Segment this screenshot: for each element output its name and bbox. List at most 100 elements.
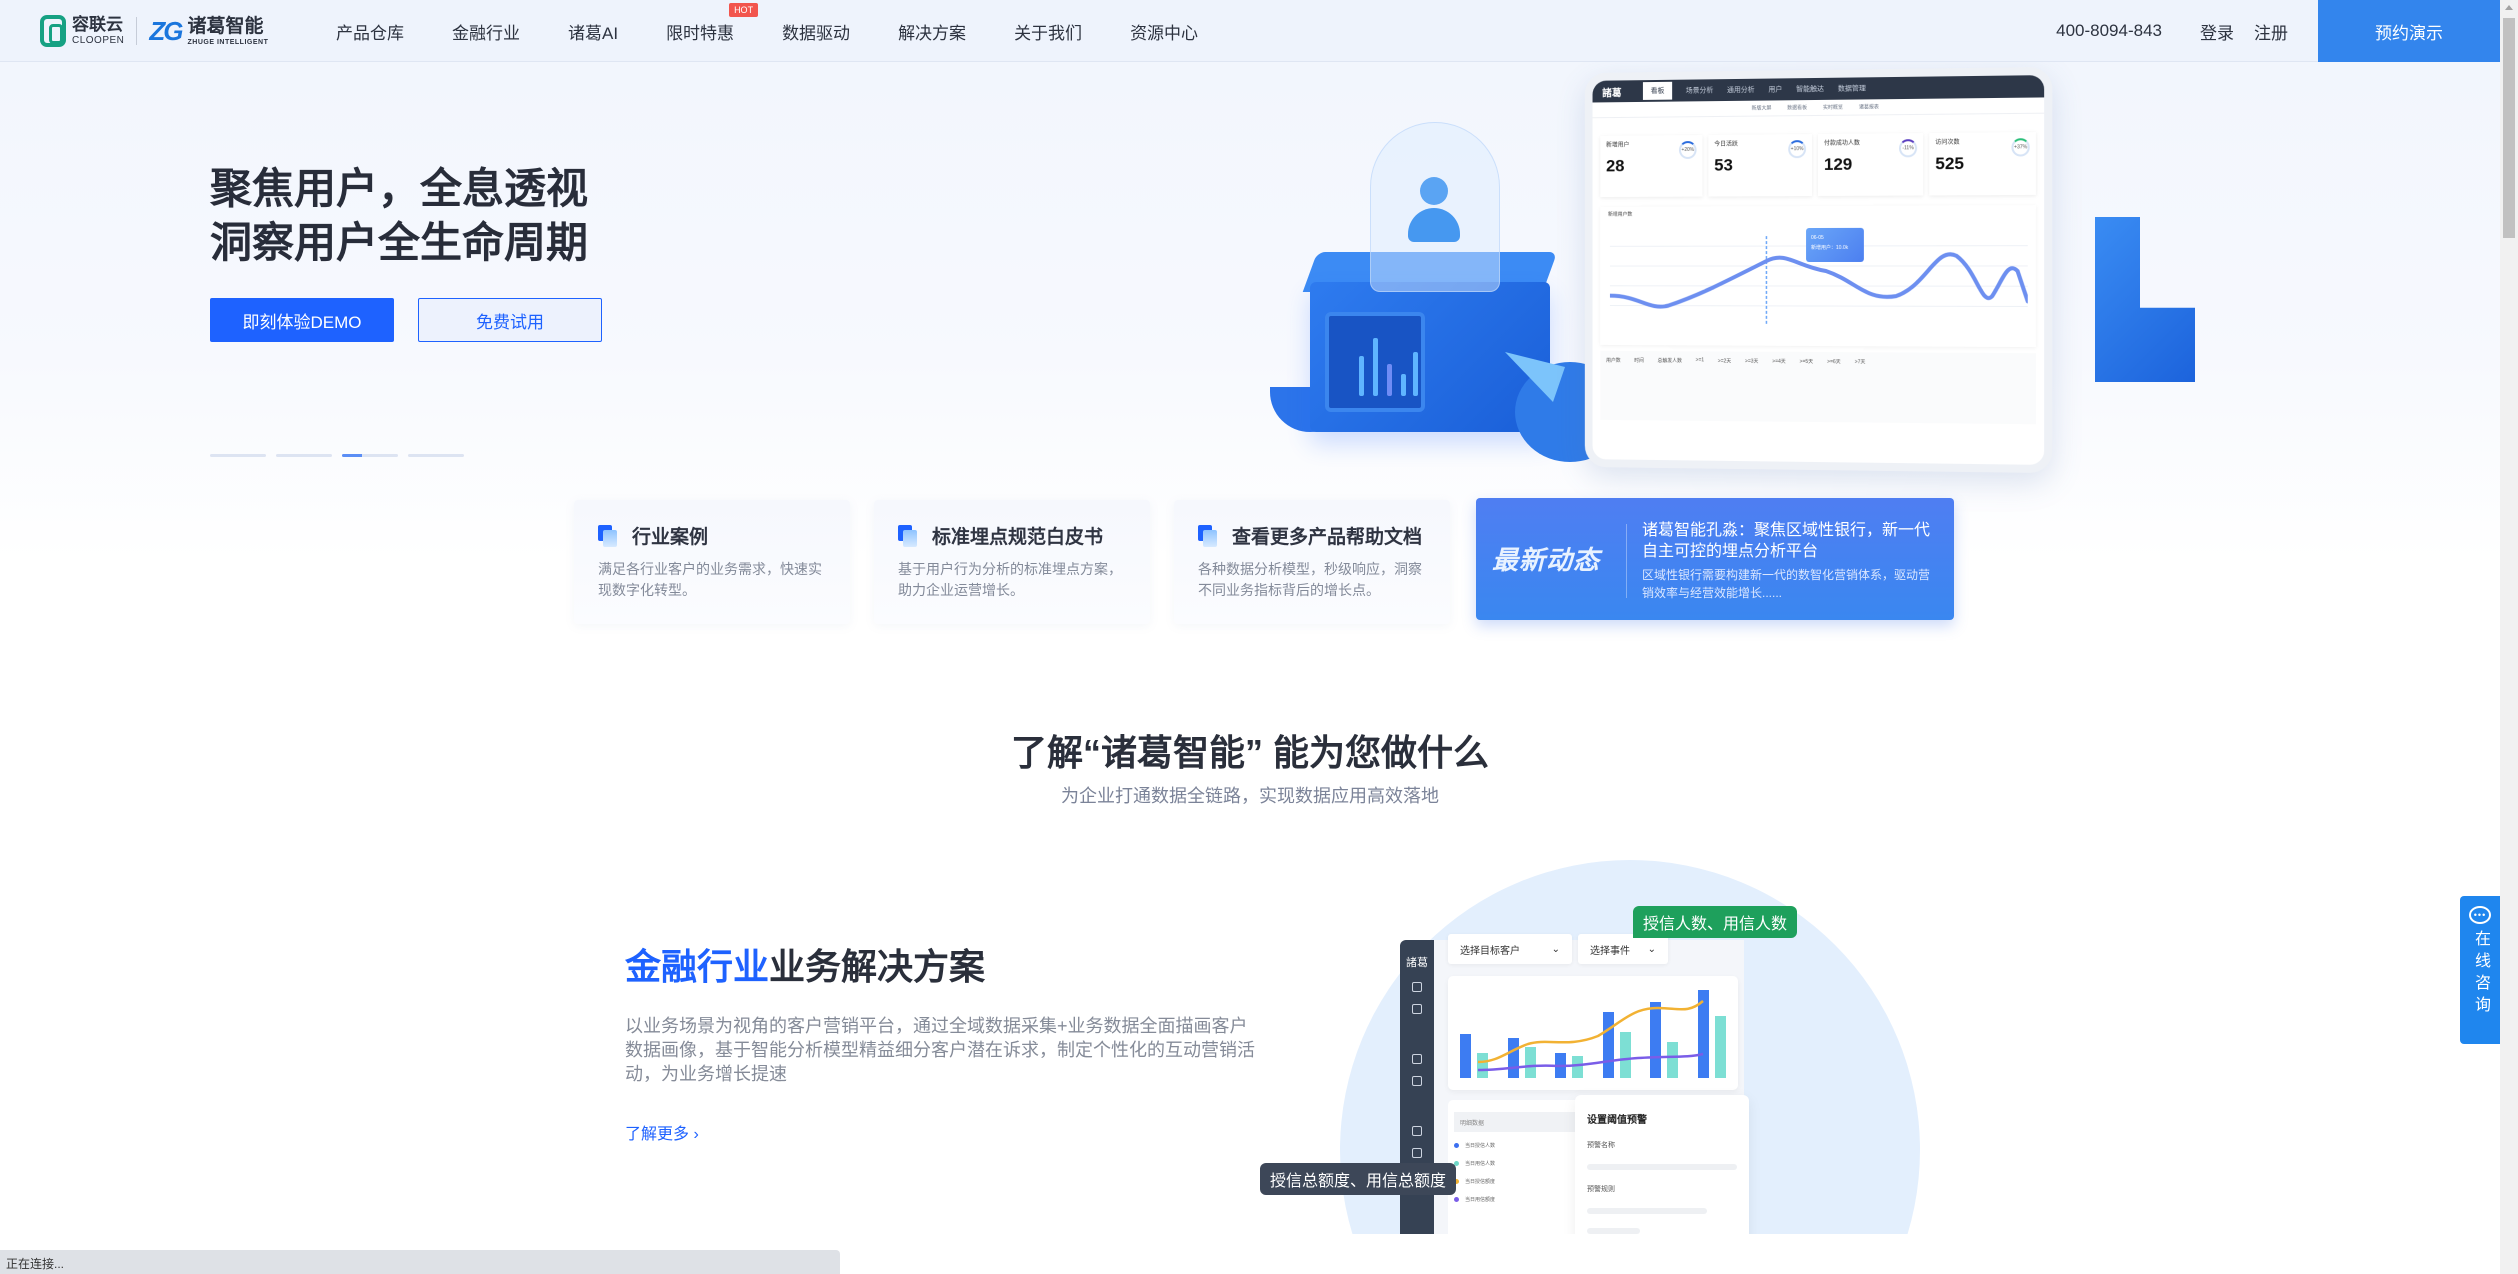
- news-title: 诸葛智能孔淼：聚焦区域性银行，新一代自主可控的埋点分析平台: [1642, 522, 1931, 560]
- alert-name-label: 预警名称: [1587, 1142, 1615, 1149]
- nav-products[interactable]: 产品仓库: [336, 23, 404, 43]
- nav-resources[interactable]: 资源中心: [1130, 23, 1199, 43]
- nav-promo[interactable]: 限时特惠 HOT: [666, 2, 759, 44]
- carousel-indicators: [210, 454, 464, 457]
- phone-number: 400-8094-843: [2056, 21, 2162, 40]
- server-screen: [1325, 312, 1425, 412]
- user-icon-head: [1420, 177, 1448, 205]
- carousel-dot-1[interactable]: [210, 454, 266, 457]
- hero-title: 聚焦用户，全息透视 洞察用户全生命周期: [210, 162, 588, 270]
- select-label: 选择目标客户: [1460, 945, 1520, 957]
- cloopen-logo: 容联云 CLOOPEN: [40, 15, 124, 47]
- register-link[interactable]: 注册: [2254, 23, 2288, 43]
- nav-promo-label: 限时特惠: [666, 23, 735, 43]
- alert-title: 设置阈值预警: [1587, 1115, 1647, 1126]
- scroll-up-arrow-icon[interactable]: [2505, 5, 2513, 10]
- learn-more-link[interactable]: 了解更多 ›: [625, 1126, 699, 1143]
- nav-data-driven[interactable]: 数据驱动: [782, 23, 851, 43]
- chart-title: 新增用户数: [1608, 211, 1633, 218]
- metric-value: 53: [1714, 155, 1733, 175]
- solution-title: 金融行业业务解决方案: [625, 938, 985, 990]
- section-subtitle: 为企业打通数据全链路，实现数据应用高效落地: [1061, 786, 1439, 806]
- select-label: 选择事件: [1590, 945, 1630, 957]
- page-scrollbar[interactable]: [2500, 0, 2518, 1274]
- dashboard-tablet-mockup: 諸葛 看板 场景分析 通用分析 用户 智能触达 数据管理 新版大屏 数据看板 实…: [1584, 66, 2053, 474]
- chevron-down-icon: ⌄: [1647, 943, 1656, 955]
- metric-ring: +37%: [2011, 138, 2030, 157]
- chevron-down-icon: ⌄: [1551, 943, 1560, 955]
- nav-about[interactable]: 关于我们: [1014, 23, 1083, 43]
- dashboard-tab: 场景分析: [1685, 87, 1714, 95]
- metric-ring: +20%: [1678, 141, 1697, 160]
- browser-status-bar: 正在连接...: [0, 1250, 840, 1274]
- carousel-dot-4[interactable]: [408, 454, 464, 457]
- l-block-shape: [2095, 217, 2195, 382]
- tooltip-date: 06-05: [1811, 234, 1824, 242]
- alert-rule-label: 预警规则: [1587, 1186, 1615, 1193]
- dashboard-subtab: 新版大屏: [1751, 105, 1772, 112]
- placeholder-bar: [1587, 1164, 1737, 1170]
- card-help-docs[interactable]: 查看更多产品帮助文档 各种数据分析模型，秒级响应，洞察不同业务指标背后的增长点。: [1174, 500, 1450, 624]
- dashboard-brand: 諸葛: [1602, 87, 1622, 99]
- hero-banner: 聚焦用户，全息透视 洞察用户全生命周期 即刻体验DEMO 免费试用: [0, 62, 2500, 560]
- hero-title-line2: 洞察用户全生命周期: [210, 219, 589, 266]
- dashboard-metric-cards: 新增用户 28 +20% 今日活跃 53 +10% 付款成功人数 129 -11…: [1593, 114, 2045, 203]
- placeholder-bar: [1587, 1208, 1707, 1214]
- login-link[interactable]: 登录: [2200, 23, 2234, 43]
- card-title: 标准埋点规范白皮书: [932, 527, 1104, 548]
- logo-divider: [136, 17, 138, 45]
- detail-row-label: 当日授信额度: [1465, 1178, 1496, 1185]
- nav-zhuge-ai[interactable]: 诸葛AI: [568, 23, 619, 43]
- detail-row: 当日用信额度: [1454, 1192, 1712, 1206]
- brand-logo[interactable]: 容联云 CLOOPEN ZG 诸葛智能 ZHUGE INTELLIGENT: [40, 14, 268, 48]
- online-consult-button[interactable]: ••• 在线咨询: [2460, 896, 2500, 1044]
- zhuge-name-cn: 诸葛智能: [187, 15, 264, 37]
- cloopen-name-en: CLOOPEN: [72, 35, 125, 46]
- carousel-dot-2[interactable]: [276, 454, 332, 457]
- dashboard-tab: 智能触达: [1796, 85, 1824, 94]
- hero-illustration: 諸葛 看板 场景分析 通用分析 用户 智能触达 数据管理 新版大屏 数据看板 实…: [1260, 62, 2260, 482]
- credit-amount-tag: 授信总额度、用信总额度: [1260, 1163, 1457, 1195]
- table-header: 总触发人数: [1657, 358, 1682, 365]
- table-header: >=3天: [1745, 358, 1759, 365]
- file-icon: [1198, 524, 1218, 547]
- card-desc: 各种数据分析模型，秒级响应，洞察不同业务指标背后的增长点。: [1198, 561, 1422, 598]
- carousel-dot-3[interactable]: [342, 454, 398, 457]
- sidebar-icon: [1412, 1004, 1422, 1014]
- cloopen-hex-icon: [40, 15, 66, 47]
- latest-news-card[interactable]: 最新动态 诸葛智能孔淼：聚焦区域性银行，新一代自主可控的埋点分析平台 区域性银行…: [1476, 498, 1954, 620]
- select-customer-dropdown: 选择目标客户 ⌄: [1448, 934, 1572, 964]
- table-header: >=5天: [1799, 358, 1814, 365]
- card-industry-cases[interactable]: 行业案例 满足各行业客户的业务需求，快速实现数字化转型。: [574, 500, 850, 624]
- header-actions: 400-8094-843 登录 注册: [2056, 0, 2340, 62]
- news-desc: 区域性银行需要构建新一代的数智化营销体系，驱动营销效率与经营效能增长......: [1642, 568, 1931, 600]
- combo-chart-svg: [1460, 990, 1726, 1078]
- hero-title-line1: 聚焦用户，全息透视: [210, 165, 589, 212]
- detail-row-label: 当日授信人数: [1465, 1142, 1496, 1149]
- dashboard-subtab: 实时概览: [1822, 104, 1843, 111]
- zhuge-logo: ZG 诸葛智能 ZHUGE INTELLIGENT: [149, 16, 268, 47]
- card-desc: 满足各行业客户的业务需求，快速实现数字化转型。: [598, 561, 822, 598]
- metric-value: 525: [1935, 153, 1965, 174]
- metric-card: 访问次数 525 +37%: [1929, 132, 2036, 196]
- try-demo-button[interactable]: 即刻体验DEMO: [210, 298, 394, 342]
- free-trial-button[interactable]: 免费试用: [418, 298, 602, 342]
- nav-solutions[interactable]: 解决方案: [898, 23, 967, 43]
- scroll-thumb[interactable]: [2503, 18, 2515, 238]
- dashboard-tab: 用户: [1768, 86, 1783, 94]
- news-divider: [1626, 524, 1627, 598]
- detail-row-label: 当日用信额度: [1465, 1196, 1496, 1203]
- tooltip-value: 新增用户：10.0k: [1811, 244, 1849, 252]
- card-whitepaper[interactable]: 标准埋点规范白皮书 基于用户行为分析的标准埋点方案，助力企业运营增长。: [874, 500, 1150, 624]
- feature-cards: 行业案例 满足各行业客户的业务需求，快速实现数字化转型。 标准埋点规范白皮书 基…: [574, 500, 1450, 624]
- solution-illustration: 諸葛 选择目标客户⌄ 选择事件⌄: [1260, 860, 1960, 1234]
- metric-value: 28: [1606, 156, 1625, 176]
- nav-finance[interactable]: 金融行业: [452, 23, 520, 43]
- glass-dome: [1370, 122, 1500, 292]
- dashboard-tab: 通用分析: [1726, 86, 1755, 95]
- dashboard-line-chart: 新增用户数 06-05 新增用户：10.0k: [1600, 205, 2036, 348]
- zhuge-name-en: ZHUGE INTELLIGENT: [187, 38, 269, 46]
- credit-users-tag: 授信人数、用信人数: [1633, 906, 1798, 938]
- book-demo-button[interactable]: 预约演示: [2318, 0, 2500, 62]
- table-header: >=1: [1695, 357, 1705, 364]
